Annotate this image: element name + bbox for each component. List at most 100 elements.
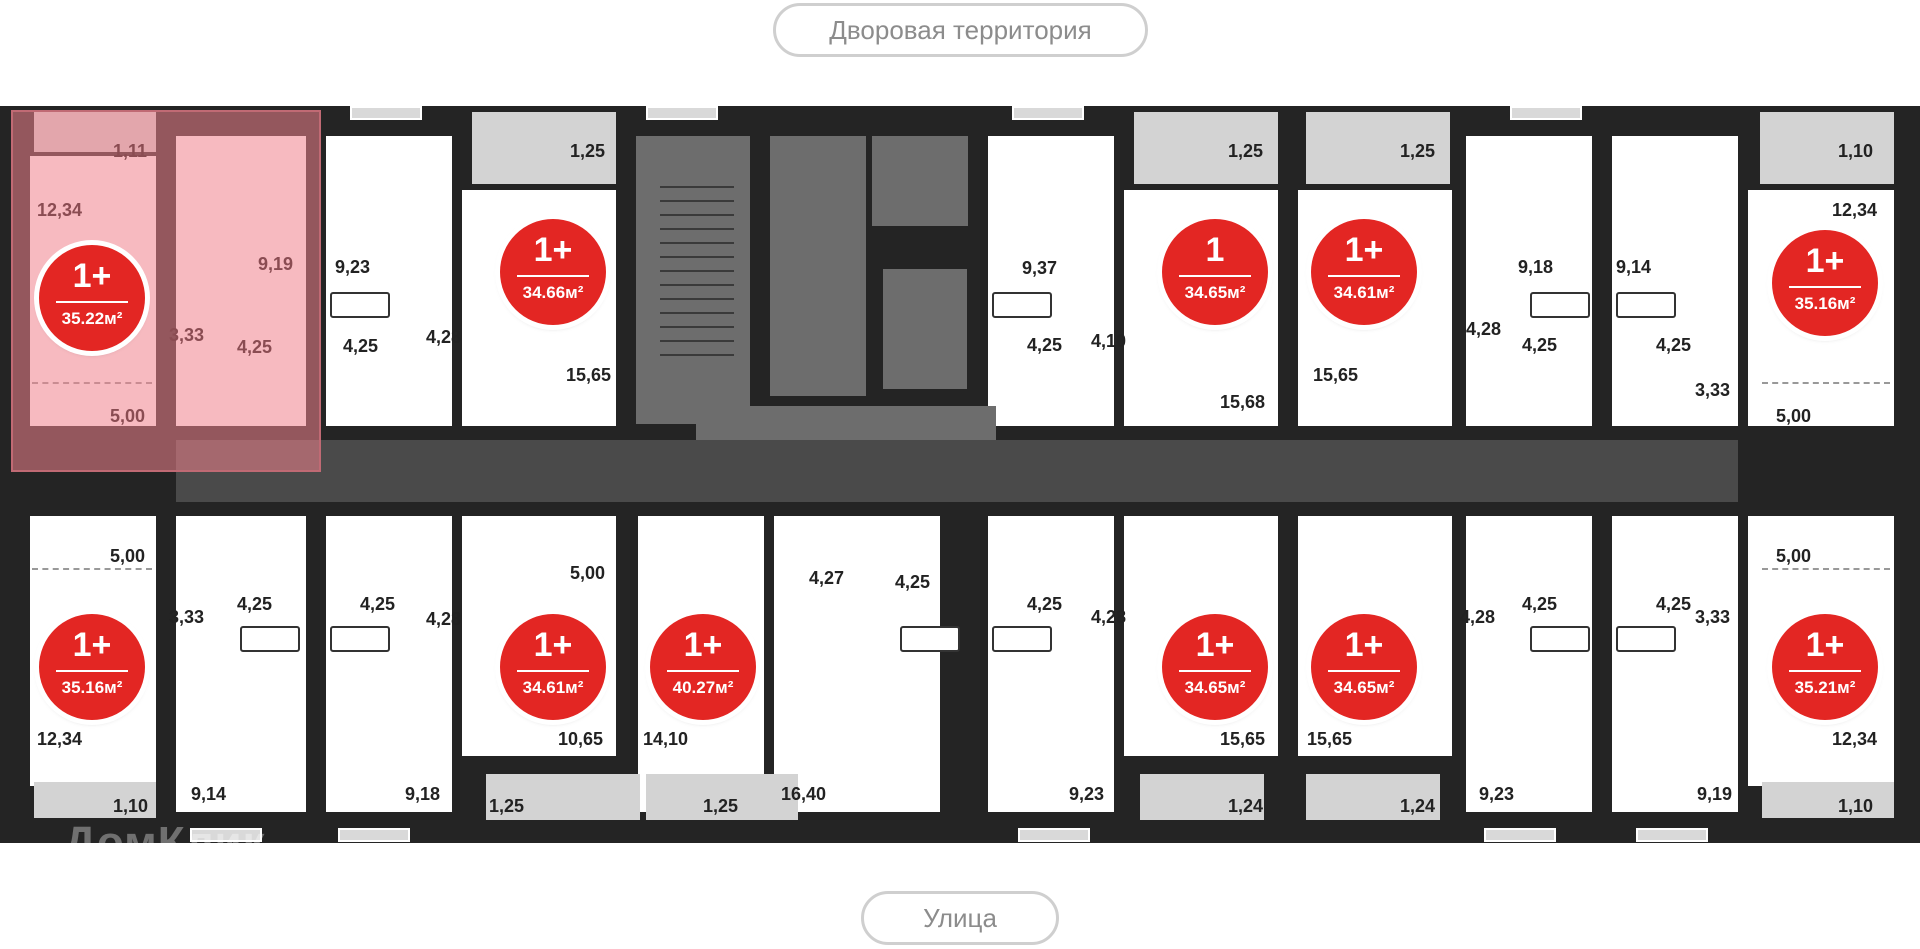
apartment-badge[interactable]: 1+ 34.65м²: [1311, 614, 1417, 720]
area-label: 4,25: [237, 337, 273, 357]
area-label: 15,65: [1307, 729, 1353, 749]
area-label: 9,37: [1022, 258, 1058, 278]
apartment-badge[interactable]: 1+ 34.65м²: [1162, 614, 1268, 720]
window: [190, 828, 262, 842]
area-label: 1,24: [1228, 796, 1264, 816]
area-label: 4,25: [1656, 594, 1692, 614]
badge-divider: [517, 275, 589, 277]
area-label: 4,25: [237, 594, 273, 614]
balcony: [1306, 774, 1440, 820]
badge-divider: [1789, 286, 1861, 288]
area-label: 9,18: [1518, 257, 1554, 277]
area-label: 4,25: [1656, 335, 1692, 355]
apartment-rooms: 1+: [533, 231, 573, 269]
area-label: 1,25: [703, 796, 739, 816]
area-label: 12,34: [1832, 729, 1878, 749]
area-label: 9,23: [1479, 784, 1515, 804]
apartment-rooms: 1+: [72, 626, 112, 664]
window: [1510, 106, 1582, 120]
apartment-rooms: 1+: [1344, 626, 1384, 664]
area-label: 3,33: [169, 325, 205, 345]
apartment-rooms: 1+: [1195, 626, 1235, 664]
apartment-size: 34.61м²: [1333, 283, 1395, 302]
badge-divider: [1179, 275, 1251, 277]
bathtub: [900, 626, 960, 652]
area-label: 14,10: [643, 729, 689, 749]
bathtub: [1530, 626, 1590, 652]
balcony: [1306, 112, 1450, 184]
kitchen-zone-line: [32, 568, 152, 570]
area-label: 1,10: [1838, 141, 1874, 161]
area-label: 16,40: [781, 784, 827, 804]
apartment-rooms: 1: [1205, 231, 1225, 269]
bathtub: [992, 626, 1052, 652]
elevator-shaft: [880, 266, 970, 392]
area-label: 1,25: [1228, 141, 1264, 161]
badge-divider: [1789, 670, 1861, 672]
room: [988, 136, 1114, 426]
apartment-badge[interactable]: 1+ 35.16м²: [1772, 230, 1878, 336]
area-label: 5,00: [1776, 546, 1812, 566]
watermark-logo: ДомКлик: [64, 818, 266, 867]
window: [1484, 828, 1556, 842]
apartment-badge[interactable]: 1+ 35.16м²: [39, 614, 145, 720]
street-label-text: Улица: [923, 903, 997, 933]
hall: [770, 136, 866, 396]
area-label: 4,25: [895, 572, 931, 592]
stairs: [660, 186, 734, 356]
badge-divider: [667, 670, 739, 672]
area-label: 1,25: [570, 141, 606, 161]
apartment-rooms: 1+: [1805, 626, 1845, 664]
area-label: 3,33: [169, 607, 205, 627]
area-label: 4,28: [1466, 319, 1502, 339]
window: [338, 828, 410, 842]
apartment-size: 34.61м²: [522, 678, 584, 697]
apartment-badge[interactable]: 1+ 35.22м²: [39, 245, 145, 351]
apartment-badge[interactable]: 1+ 34.61м²: [500, 614, 606, 720]
floor-plan: [0, 106, 1920, 843]
area-label: 9,18: [405, 784, 441, 804]
apartment-badge[interactable]: 1+ 34.66м²: [500, 219, 606, 325]
courtyard-label: Дворовая территория: [773, 3, 1148, 57]
badge-divider: [517, 670, 589, 672]
area-label: 4,25: [1027, 335, 1063, 355]
area-label: 9,19: [1697, 784, 1733, 804]
apartment-badge[interactable]: 1+ 34.61м²: [1311, 219, 1417, 325]
area-label: 9,23: [1069, 784, 1105, 804]
area-label: 4,25: [343, 336, 379, 356]
apartment-badge[interactable]: 1+ 40.27м²: [650, 614, 756, 720]
area-label: 5,00: [110, 546, 146, 566]
room: [176, 516, 306, 812]
balcony: [1760, 112, 1894, 184]
window: [646, 106, 718, 120]
area-label: 9,19: [258, 254, 294, 274]
corridor: [176, 440, 1738, 502]
balcony: [34, 782, 156, 818]
apartment-size: 34.65м²: [1184, 678, 1246, 697]
area-label: 12,34: [37, 729, 83, 749]
area-label: 5,00: [110, 406, 146, 426]
apartment-rooms: 1+: [1344, 231, 1384, 269]
area-label: 15,65: [1220, 729, 1266, 749]
apartment-rooms: 1+: [683, 626, 723, 664]
room: [1612, 136, 1738, 426]
area-label: 1,11: [113, 141, 148, 161]
area-label: 9,23: [335, 257, 371, 277]
area-label: 3,33: [1695, 607, 1731, 627]
area-label: 15,68: [1220, 392, 1266, 412]
balcony: [486, 774, 640, 820]
bathtub: [1616, 292, 1676, 318]
apartment-size: 35.16м²: [61, 678, 123, 697]
area-label: 1,24: [1400, 796, 1436, 816]
kitchen-zone-line: [1762, 382, 1890, 384]
area-label: 15,65: [1313, 365, 1359, 385]
apartment-badge[interactable]: 1+ 35.21м²: [1772, 614, 1878, 720]
apartment-rooms: 1+: [72, 257, 112, 295]
area-label: 10,65: [558, 729, 604, 749]
apartment-size: 34.66м²: [522, 283, 584, 302]
courtyard-label-text: Дворовая территория: [829, 15, 1092, 45]
badge-divider: [1179, 670, 1251, 672]
apartment-size: 40.27м²: [672, 678, 734, 697]
apartment-badge[interactable]: 1 34.65м²: [1162, 219, 1268, 325]
bathtub: [992, 292, 1052, 318]
